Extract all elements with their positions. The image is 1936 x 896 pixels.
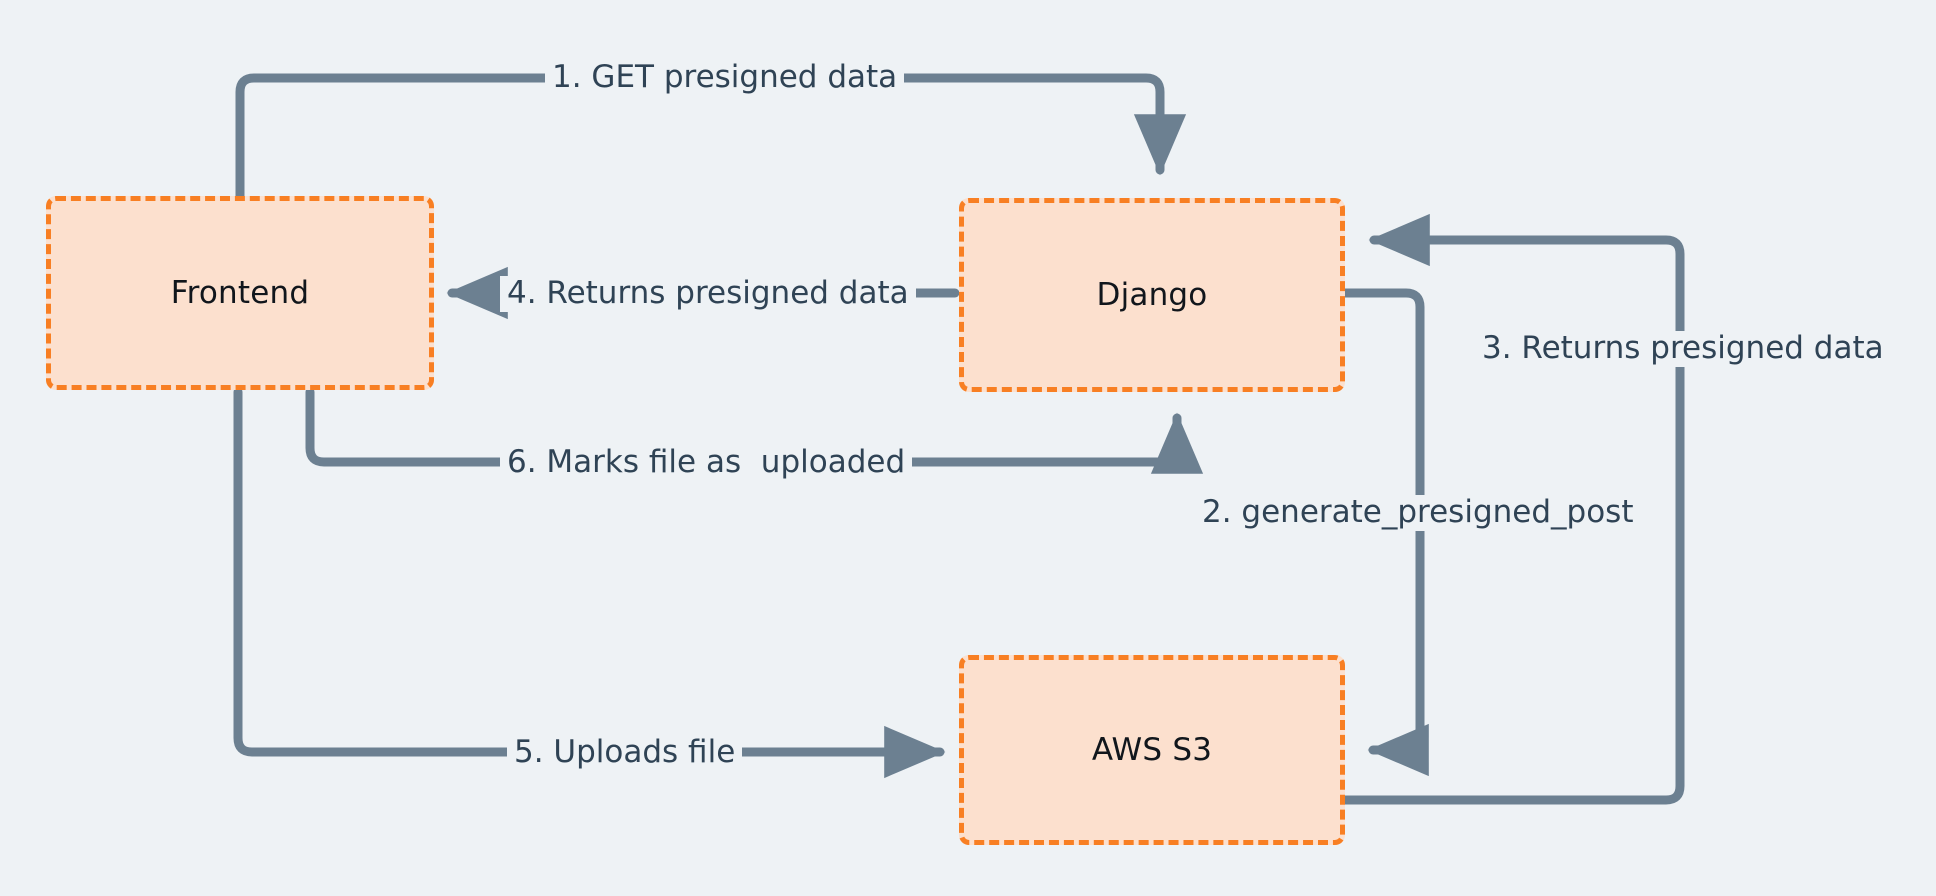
node-frontend[interactable]: Frontend [46, 196, 434, 390]
edge-3-path [1340, 213, 1685, 805]
node-aws-s3-label: AWS S3 [1091, 732, 1213, 768]
edge-1-path [235, 73, 1187, 201]
edge-5-path [233, 387, 946, 779]
edge-label-2: 2. generate_presigned_post [1195, 494, 1641, 531]
edge-label-3: 3. Returns presigned data [1475, 330, 1891, 367]
edge-label-1: 1. GET presigned data [545, 59, 905, 96]
node-django-label: Django [1096, 277, 1208, 313]
node-aws-s3[interactable]: AWS S3 [959, 655, 1345, 845]
edge-label-5: 5. Uploads file [507, 734, 743, 771]
edge-label-4: 4. Returns presigned data [500, 275, 916, 312]
edge-label-6: 6. Marks file as uploaded [500, 444, 913, 481]
node-frontend-label: Frontend [170, 275, 310, 311]
node-django[interactable]: Django [959, 198, 1345, 392]
